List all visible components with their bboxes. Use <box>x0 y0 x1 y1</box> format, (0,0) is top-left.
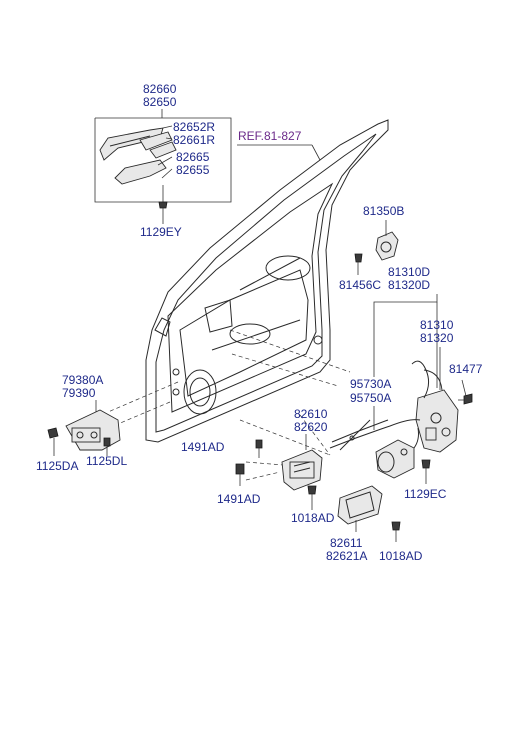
striker-icon <box>375 231 399 261</box>
label-82660: 82660 <box>143 82 177 96</box>
door-lock-icon <box>415 389 459 453</box>
label-81350b: 81350B <box>363 204 404 218</box>
handle-base-icon <box>114 159 167 185</box>
door-lock-assembly <box>329 360 473 484</box>
label-1125da: 1125DA <box>36 459 78 473</box>
projection-lines <box>107 329 351 481</box>
label-95730a: 95730A <box>350 377 391 391</box>
label-81477: 81477 <box>449 362 483 376</box>
label-81310: 81310 <box>420 318 454 332</box>
door-frame <box>145 119 389 443</box>
outside-handle-group <box>94 109 232 224</box>
label-1018ad-right: 1018AD <box>379 549 423 563</box>
label-1018ad-left: 1018AD <box>291 511 335 525</box>
screw-icon <box>307 485 317 495</box>
striker-bracket <box>354 220 399 275</box>
bolt-icon <box>47 427 59 439</box>
label-81320: 81320 <box>420 331 454 345</box>
reference-leader <box>237 144 321 161</box>
actuator-icon <box>375 439 415 479</box>
label-95750a: 95750A <box>350 391 391 405</box>
label-79390: 79390 <box>62 386 96 400</box>
label-1129ey: 1129EY <box>140 225 182 239</box>
screw-icon <box>158 201 168 209</box>
reference-link[interactable]: REF.81-827 <box>238 129 302 143</box>
bezel-icon <box>337 485 383 525</box>
outside-handle-icon <box>99 127 164 161</box>
label-82652r: 82652R <box>173 120 215 134</box>
label-82665: 82665 <box>176 150 210 164</box>
label-1129ec: 1129EC <box>404 487 447 501</box>
label-82621a: 82621A <box>326 549 367 563</box>
label-82650: 82650 <box>143 95 177 109</box>
label-1125dl: 1125DL <box>86 454 127 468</box>
speaker-hole-icon <box>183 369 217 415</box>
handle-bezel <box>337 485 401 542</box>
bolt-icon <box>354 253 363 263</box>
label-82620: 82620 <box>294 420 328 434</box>
door-checker <box>47 400 121 456</box>
clip-icon <box>255 439 263 449</box>
label-1491ad-bottom: 1491AD <box>217 492 261 506</box>
label-79380a: 79380A <box>62 373 103 387</box>
label-82661r: 82661R <box>173 133 215 147</box>
label-81320d: 81320D <box>388 278 430 292</box>
label-81310d: 81310D <box>388 265 430 279</box>
label-82611: 82611 <box>330 536 363 550</box>
label-81456c: 81456C <box>339 278 381 292</box>
clip-icon <box>235 463 245 475</box>
label-1491ad-top: 1491AD <box>181 440 225 454</box>
part-labels: 82660 82650 82652R 82661R 82665 82655 11… <box>36 82 483 563</box>
inside-handle <box>235 434 323 510</box>
label-82610: 82610 <box>294 407 328 421</box>
label-82655: 82655 <box>176 163 210 177</box>
